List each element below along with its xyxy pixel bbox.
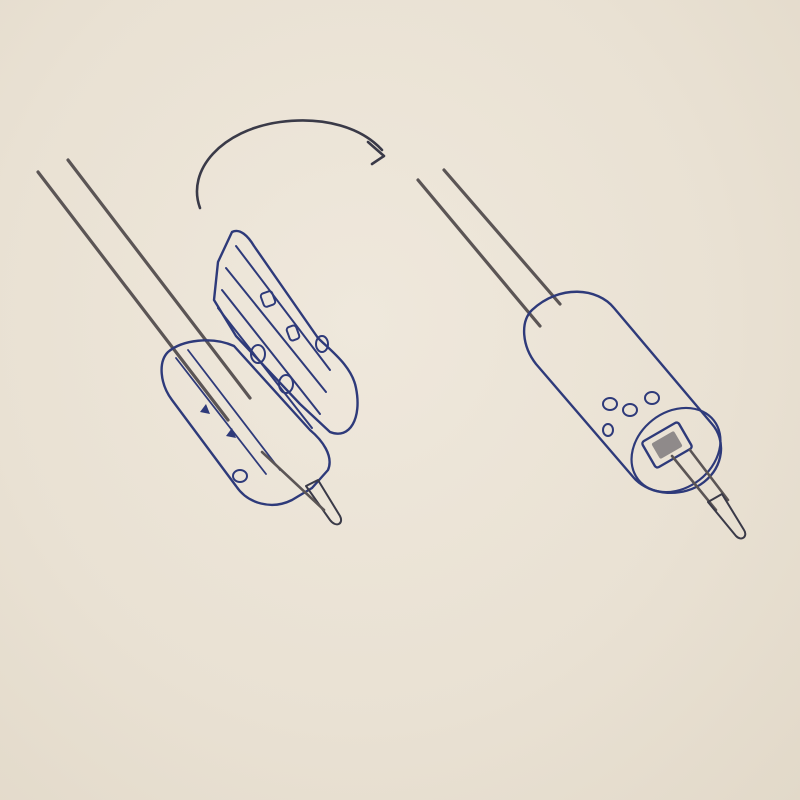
right-window [641, 422, 692, 469]
right-body [524, 292, 737, 510]
curved-arrow-right-icon [197, 120, 384, 208]
closed-holder-icon [418, 170, 745, 538]
left-rods [38, 160, 250, 420]
open-clamshell-holder-icon [38, 160, 358, 524]
right-rods [418, 170, 560, 326]
right-rod-tip [672, 450, 745, 538]
